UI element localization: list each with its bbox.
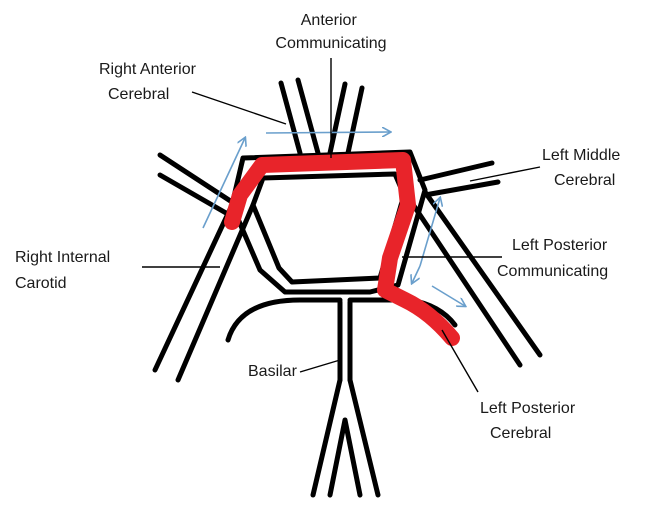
label-right-internal-carotid: Right Internal Carotid <box>15 249 115 292</box>
label-left-posterior-cerebral: Left Posterior Cerebral <box>480 400 580 442</box>
label-anterior-communicating: Anterior Communicating <box>275 12 386 52</box>
label-right-anterior-cerebral: Right Anterior Cerebral <box>99 61 200 103</box>
label-left-posterior-communicating: Left Posterior Communicating <box>497 237 612 280</box>
left-middle-cerebral-vessel <box>420 163 498 195</box>
flow-arrow-anterior-communicating <box>266 132 390 133</box>
flow-arrow-left-posterior-communicating-down <box>412 266 420 283</box>
flow-arrow-left-posterior-cerebral <box>432 286 465 306</box>
label-left-middle-cerebral: Left Middle Cerebral <box>542 147 625 189</box>
label-basilar: Basilar <box>248 363 298 380</box>
anterior-cerebral-vessels <box>281 80 362 153</box>
basilar-vessel <box>228 300 455 495</box>
flow-arrow-left-posterior-communicating-up <box>420 198 440 266</box>
